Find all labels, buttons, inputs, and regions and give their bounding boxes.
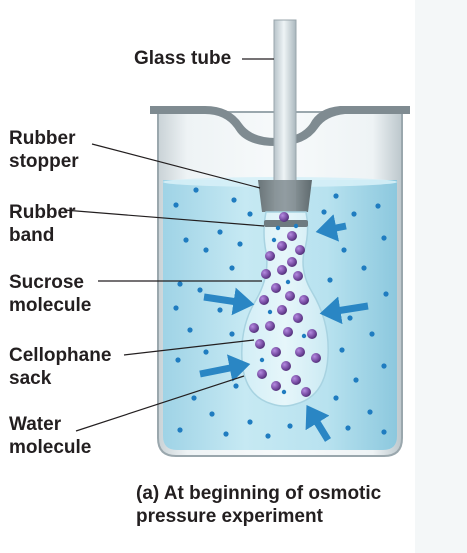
leader-lines <box>63 58 274 432</box>
label-rubber-band: Rubber band <box>9 201 76 247</box>
label-sucrose-molecule: Sucrose molecule <box>9 271 91 317</box>
water-molecules <box>173 187 389 439</box>
label-cellophane-sack: Cellophane sack <box>9 344 111 390</box>
label-rubber-band-line2: band <box>9 225 55 246</box>
figure-caption-line2: pressure experiment <box>136 506 323 527</box>
label-sucrose-molecule-line2: molecule <box>9 295 92 316</box>
label-water-molecule-line1: Water <box>9 414 62 435</box>
label-rubber-band-line1: Rubber <box>9 202 76 223</box>
label-sucrose-molecule-line1: Sucrose <box>9 272 84 293</box>
label-water-molecule: Water molecule <box>9 413 91 459</box>
label-rubber-stopper-line1: Rubber <box>9 128 76 149</box>
glass-tube <box>273 19 297 201</box>
label-cellophane-sack-line1: Cellophane <box>9 345 112 366</box>
label-rubber-stopper-line2: stopper <box>9 151 79 172</box>
background-strip <box>415 0 467 553</box>
label-cellophane-sack-line2: sack <box>9 368 52 389</box>
label-rubber-stopper: Rubber stopper <box>9 127 79 173</box>
label-glass-tube-text: Glass tube <box>134 48 232 69</box>
osmosis-arrows <box>199 214 369 442</box>
sucrose-molecules <box>249 212 321 397</box>
label-water-molecule-line2: molecule <box>9 437 92 458</box>
figure-caption-line1: (a) At beginning of osmotic <box>136 483 382 504</box>
label-glass-tube: Glass tube <box>134 47 231 70</box>
water-molecules-in-sack <box>259 223 307 395</box>
figure-caption: (a) At beginning of osmotic pressure exp… <box>136 482 381 528</box>
